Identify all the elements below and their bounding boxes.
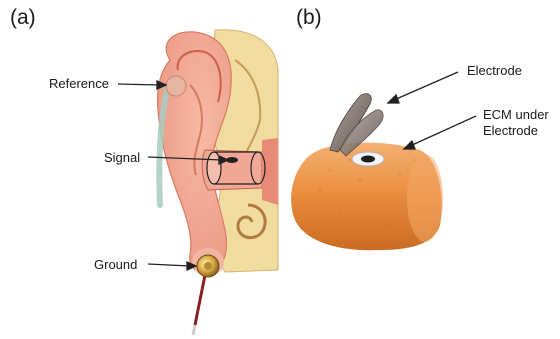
ecm-label-line2: Electrode — [483, 123, 538, 138]
earplug-illustration — [291, 94, 443, 251]
ecm-arrowhead — [404, 141, 415, 149]
ground-clip-center — [204, 262, 212, 270]
ground-wire-tip — [193, 325, 195, 335]
panel-label-a: (a) — [10, 6, 36, 30]
reference-label: Reference — [49, 76, 109, 91]
reference-pad — [166, 76, 186, 96]
panel-label-b: (b) — [296, 6, 322, 30]
ground-label: Ground — [94, 257, 137, 272]
foam-end — [407, 154, 443, 242]
ground-wire — [195, 275, 205, 325]
ecm-center — [361, 156, 375, 163]
electrode-arrowhead — [388, 95, 399, 103]
ear-illustration — [158, 30, 279, 335]
arrows-panel-b — [388, 72, 476, 149]
electrode-arrow — [394, 72, 458, 100]
ecm-label-line1: ECM under — [483, 107, 549, 122]
ecm-arrow — [410, 116, 476, 146]
signal-label: Signal — [104, 150, 140, 165]
ground-arrow — [148, 264, 190, 266]
electrode-label: Electrode — [467, 63, 522, 78]
reference-arrow — [118, 84, 160, 85]
